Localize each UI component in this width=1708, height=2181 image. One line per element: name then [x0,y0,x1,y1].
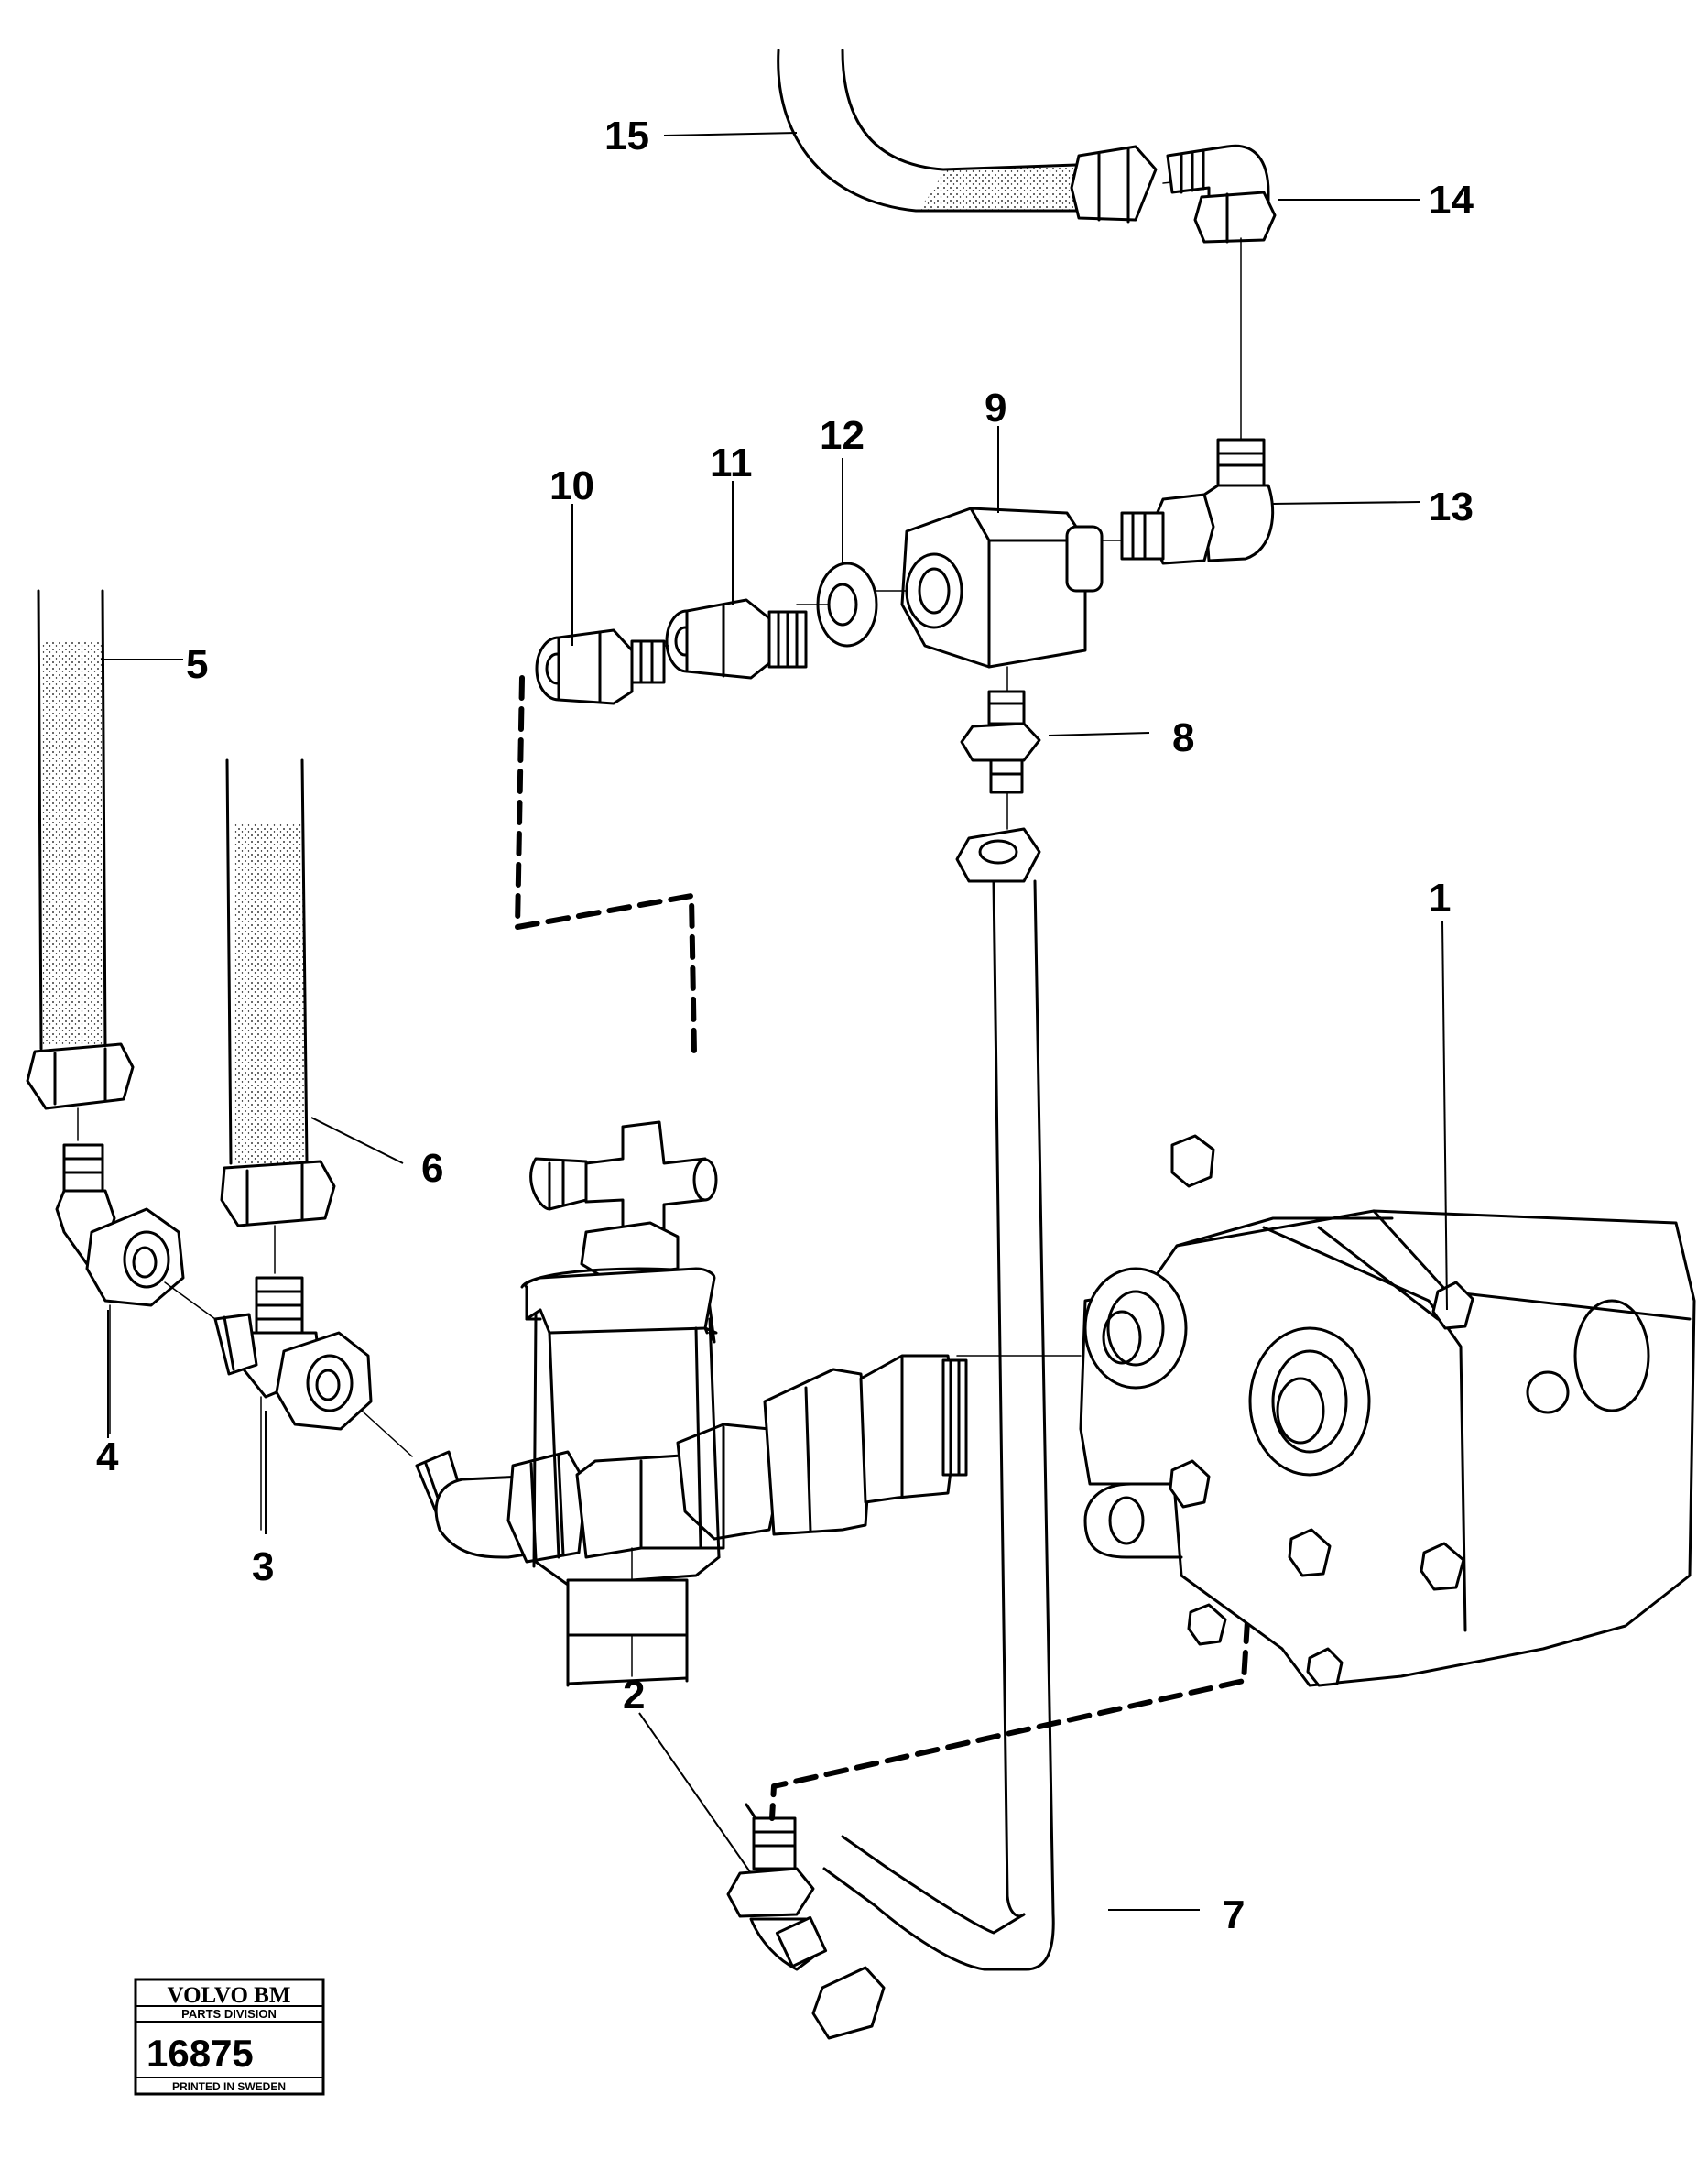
logo-division: PARTS DIVISION [181,2007,277,2021]
elbow-fitting-bottom [726,1803,886,2040]
logo-brand: VOLVO BM [168,1983,291,2008]
elbow-13 [1093,438,1275,565]
callout-14: 14 [1429,178,1474,223]
check-valve [676,1354,968,1541]
callout-11: 11 [710,441,753,485]
callout-6: 6 [421,1146,443,1191]
logo-printed: PRINTED IN SWEDEN [172,2080,286,2093]
callouts: 1 2 3 4 5 6 7 8 9 10 11 12 13 14 15 [96,114,1474,1937]
elbow-14 [1166,144,1277,441]
adapter-10 [535,628,666,705]
callout-7: 7 [1223,1892,1245,1937]
dashed-connection-pump [769,1619,1250,1821]
hose-6 [220,758,336,1274]
hose-5 [26,589,135,1141]
pump-1 [956,1134,1696,1687]
washer-12 [796,562,878,648]
callout-4: 4 [96,1434,119,1479]
callout-5: 5 [186,642,208,687]
elbow-4 [55,1143,216,1434]
callout-9: 9 [985,386,1006,431]
adapter-11 [658,598,808,680]
callout-15: 15 [604,114,649,158]
callout-13: 13 [1429,485,1474,529]
callout-3: 3 [252,1544,274,1589]
callout-1: 1 [1429,876,1451,921]
tee-2 [415,1445,725,1677]
hose-15 [777,49,1205,224]
tee-3 [213,1276,413,1531]
callout-10: 10 [549,463,594,508]
pressure-switch-6 [520,1120,721,1687]
logo-number: 16875 [147,2032,254,2075]
tee-9 [869,507,1104,730]
volvo-bm-logo: VOLVO BM PARTS DIVISION 16875 PRINTED IN… [134,1978,325,2096]
leader-lines [101,132,1448,1911]
callout-8: 8 [1172,715,1194,760]
pipe-7 [822,827,1055,1971]
callout-12: 12 [820,413,865,458]
dashed-connection-10-6 [515,675,697,1056]
nipple-8 [960,690,1041,830]
callout-2: 2 [623,1673,645,1718]
